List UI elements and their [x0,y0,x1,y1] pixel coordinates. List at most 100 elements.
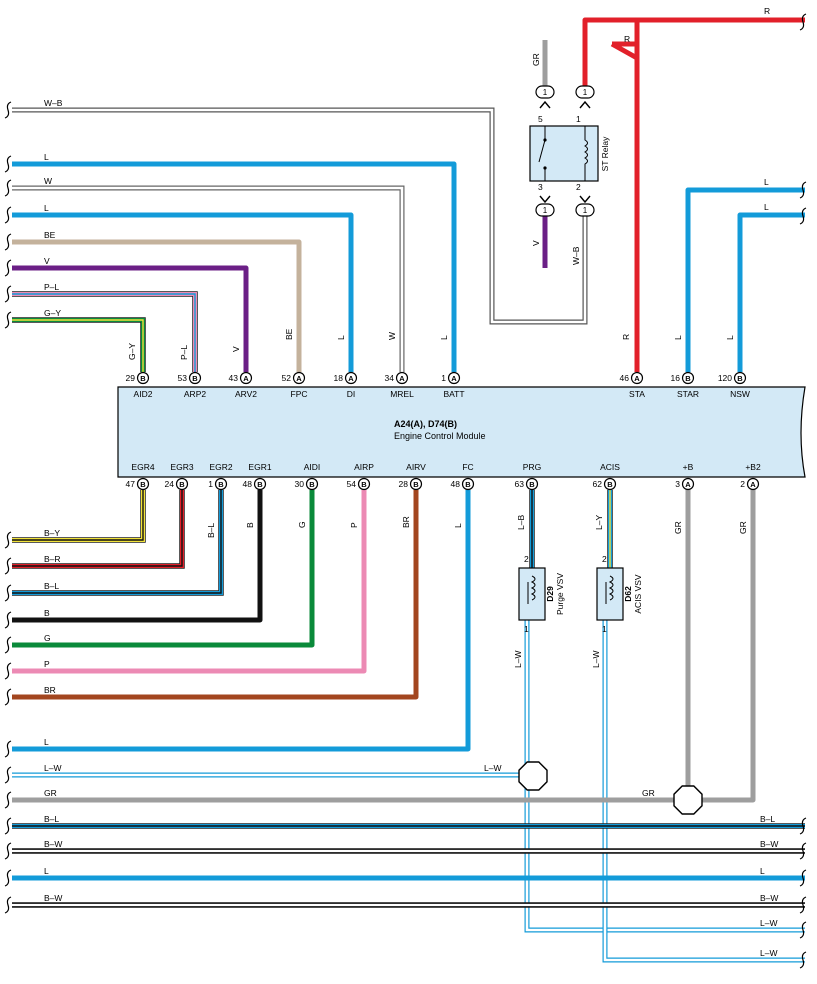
wire-break [799,921,807,939]
connector-number: 1 [543,88,548,97]
pin-number: 120 [718,373,732,383]
relay-contact [543,138,547,142]
pin-name: AIDI [304,462,321,472]
connector-letter: B [192,374,198,383]
connector-letter: B [140,480,146,489]
pin-number: 2 [740,479,745,489]
wire-b-r [12,490,185,569]
left-wire-label: BE [44,230,56,240]
pin-name: ARP2 [184,389,206,399]
connector-letter: B [465,480,471,489]
pin-number: 34 [385,373,395,383]
wire-b [12,490,263,623]
pin-wire-label: P–L [179,345,189,360]
pin-number: 48 [451,479,461,489]
left-wire-label: BR [44,685,56,695]
pin-number: 53 [178,373,188,383]
pin-number: 29 [126,373,136,383]
pin-name: EGR3 [170,462,193,472]
connector-letter: A [348,374,354,383]
pin-name: FPC [291,389,308,399]
pin-wire-label: GR [673,521,683,534]
bottom-pin-egr4 [136,477,150,491]
pin-number: 18 [334,373,344,383]
left-wire-label: B–R [44,554,61,564]
relay-switch [538,126,546,181]
connector-number: 1 [543,206,548,215]
wire-break [4,636,12,654]
splice-label: L–W [484,763,501,773]
relay-connector [575,85,595,99]
vsv-coil [608,575,614,601]
connector-letter: A [243,374,249,383]
wire-l-nsw [737,212,805,372]
vsv-name: Purge VSV [555,573,565,615]
vsv-pin: 1 [602,624,607,634]
wire-gr-plusb2 [688,490,756,803]
relay-pin: 5 [538,114,543,124]
right-wire-label: B–W [760,839,778,849]
wire-break [4,531,12,549]
wire-break [4,766,12,784]
wire-break [4,869,12,887]
relay-pin: 2 [576,182,581,192]
wire-l-star [685,187,805,372]
top-pin-batt [447,371,461,385]
pin-name: AIRP [354,462,374,472]
left-wire-label: P [44,659,50,669]
vsv-wire-label: L–W [591,651,601,668]
pin-number: 24 [165,479,175,489]
vsv-pin: 2 [602,554,607,564]
ecm-name: Engine Control Module [394,431,486,441]
left-wire-label: W–B [44,98,63,108]
wire-v-arv2 [12,265,249,372]
pin-number: 63 [515,479,525,489]
pin-name: EGR2 [209,462,232,472]
pin-wire-label: L [453,523,463,528]
relay-connector [535,85,555,99]
vsv-pin: 2 [524,554,529,564]
pin-number: 62 [593,479,603,489]
relay-connector [535,203,555,217]
pin-wire-label: GR [738,521,748,534]
wire-break [799,896,807,914]
vsv-pin: 1 [524,624,529,634]
pin-name: ARV2 [235,389,257,399]
pin-number: 3 [675,479,680,489]
wire-break [799,842,807,860]
connector-letter: B [309,480,315,489]
pin-number: 46 [620,373,630,383]
pin-wire-label: L [725,335,735,340]
pin-number: 43 [229,373,239,383]
wire-break [799,207,807,225]
wire-g-y-aid2 [12,318,145,372]
pin-number: 54 [347,479,357,489]
wire-break [4,740,12,758]
pin-number: 47 [126,479,136,489]
pin-name: STA [629,389,645,399]
top-pin-arp2 [188,371,202,385]
wire-w-b [12,108,587,324]
wire-break [799,817,807,835]
connector-arrows [539,100,591,204]
left-wire-label: L [44,737,49,747]
pin-wire-label: L [336,335,346,340]
pin-name: AID2 [134,389,153,399]
vsv-wire-label: L–W [513,651,523,668]
wire-break [799,13,807,31]
right-wire-label: R [764,6,770,16]
wire-p [12,490,367,674]
pin-name: AIRV [406,462,426,472]
right-wire-label: L–W [760,948,777,958]
connector-letter: A [685,480,691,489]
connector-letter: B [685,374,691,383]
pin-number: 28 [399,479,409,489]
relay-wire-label: GR [531,53,541,66]
relay-contact [543,166,547,170]
left-wire-label: B–Y [44,528,60,538]
pin-number: 30 [295,479,305,489]
wire-l-w-purge [524,620,805,933]
vsv-name: ACIS VSV [633,574,643,614]
wire-p-l-arp2 [12,293,196,372]
